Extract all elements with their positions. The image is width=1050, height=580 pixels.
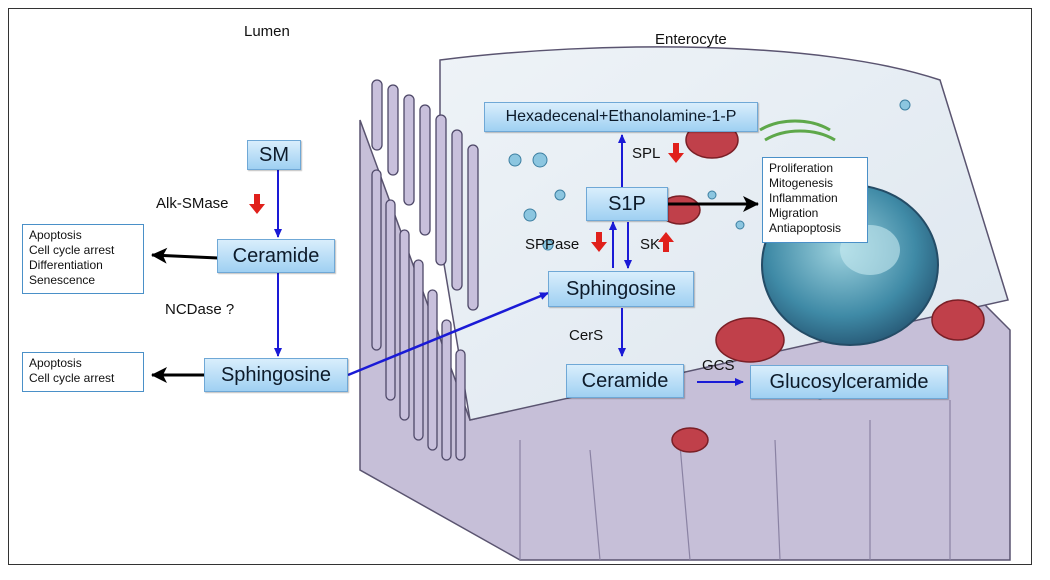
effect-item: Senescence xyxy=(29,273,96,287)
arrow-ceramide-effects xyxy=(151,247,219,264)
mitochondria xyxy=(659,121,985,453)
effect-item: Cell cycle arrest xyxy=(29,243,115,257)
effect-item: Inflammation xyxy=(769,191,838,205)
effect-item: Proliferation xyxy=(769,161,834,175)
ceramide-cell-box: Ceramide xyxy=(566,364,684,398)
sppase-decrease-arrow xyxy=(591,232,607,252)
spl-decrease-arrow xyxy=(668,143,684,163)
sphingosine-effects-box: Apoptosis Cell cycle arrest xyxy=(22,352,144,392)
effect-item: Cell cycle arrest xyxy=(29,371,115,385)
ceramide-lumen-box: Ceramide xyxy=(217,239,335,273)
hexadecenal-box: Hexadecenal+Ethanolamine-1-P xyxy=(484,102,758,132)
ceramide-effects-box: Apoptosis Cell cycle arrest Differentiat… xyxy=(22,224,144,294)
arrow-sphingosine-into-cell xyxy=(347,291,549,377)
effect-item: Antiapoptosis xyxy=(769,221,842,235)
effect-item: Differentiation xyxy=(29,258,103,272)
gcs-label: GCS xyxy=(702,357,735,374)
effect-item: Apoptosis xyxy=(29,356,82,370)
s1p-effects-box: Proliferation Mitogenesis Inflammation M… xyxy=(762,157,868,243)
sk-increase-arrow xyxy=(658,232,674,252)
sm-box: SM xyxy=(247,140,301,170)
enterocyte-header: Enterocyte xyxy=(655,31,727,48)
sphingosine-lumen-box: Sphingosine xyxy=(204,358,348,392)
sk-label: SK xyxy=(640,236,661,253)
cers-label: CerS xyxy=(569,327,604,344)
sppase-label: SPPase xyxy=(525,236,580,253)
spl-label: SPL xyxy=(632,145,661,162)
alk-smase-label: Alk-SMase xyxy=(156,195,229,212)
alk-smase-decrease-arrow xyxy=(249,194,265,214)
ncdase-label: NCDase ? xyxy=(165,301,235,318)
figure-frame xyxy=(8,8,1032,565)
microvilli xyxy=(371,79,479,461)
glucosylceramide-box: Glucosylceramide xyxy=(750,365,948,399)
lumen-header: Lumen xyxy=(244,23,290,40)
endoplasmic-reticulum xyxy=(759,119,836,142)
effect-item: Apoptosis xyxy=(29,228,82,242)
effect-item: Mitogenesis xyxy=(769,176,834,190)
effect-item: Migration xyxy=(769,206,819,220)
s1p-box: S1P xyxy=(586,187,668,221)
sphingosine-cell-box: Sphingosine xyxy=(548,271,694,307)
